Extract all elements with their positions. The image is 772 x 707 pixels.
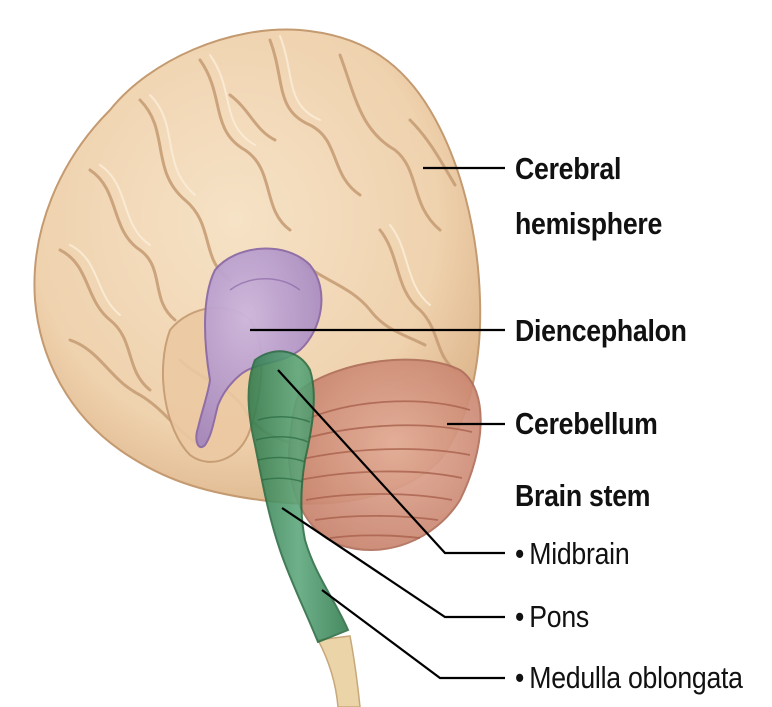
label-cerebellum: Cerebellum: [515, 406, 658, 441]
cerebellum: [288, 358, 482, 551]
cerebellum-folia: [297, 400, 473, 539]
pons-ridges: [255, 416, 311, 483]
label-brain-stem: Brain stem: [515, 478, 651, 513]
label-midbrain: •Midbrain: [515, 535, 630, 573]
leader-lines: [250, 166, 505, 680]
bullet-pons: •: [515, 599, 525, 634]
label-medulla-oblongata-text: Medulla oblongata: [529, 660, 743, 695]
label-pons-text: Pons: [529, 599, 589, 634]
label-pons: •Pons: [515, 598, 589, 636]
label-medulla-oblongata: •Medulla oblongata: [515, 659, 743, 697]
leader-line-midbrain: [277, 369, 505, 555]
brain-stem: [247, 350, 350, 644]
bullet-medulla-oblongata: •: [515, 660, 525, 695]
leader-line-pons: [281, 507, 505, 619]
bullet-midbrain: •: [515, 536, 525, 571]
spinal-cord: [316, 635, 361, 707]
label-diencephalon: Diencephalon: [515, 313, 687, 348]
diencephalon: [195, 247, 323, 448]
label-cerebral-hemisphere-line2: hemisphere: [515, 206, 663, 241]
label-cerebral-hemisphere-line1: Cerebral: [515, 151, 622, 186]
label-midbrain-text: Midbrain: [529, 536, 630, 571]
cerebral-fold-highlights: [69, 35, 431, 316]
leader-line-medulla-oblongata: [321, 589, 505, 680]
